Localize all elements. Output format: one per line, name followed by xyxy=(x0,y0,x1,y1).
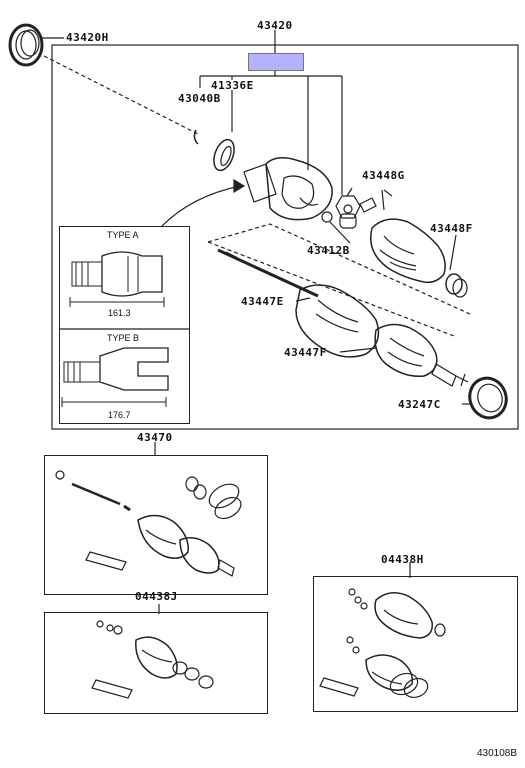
type-b-dimension: 176.7 xyxy=(108,410,131,420)
part-label-41336e[interactable]: 41336E xyxy=(211,79,254,92)
kit-04438j-frame xyxy=(44,612,268,714)
boot-43448f-drawing xyxy=(370,218,468,298)
part-label-43447f[interactable]: 43447F xyxy=(284,346,327,359)
main-assembly-frame xyxy=(51,44,519,430)
seal-43247c-drawing xyxy=(468,376,508,420)
part-label-43040b[interactable]: 43040B xyxy=(178,92,221,105)
part-label-04438j[interactable]: 04438J xyxy=(135,590,178,603)
kit-43470-drawing xyxy=(55,470,242,577)
part-label-43448g[interactable]: 43448G xyxy=(362,169,405,182)
part-label-43447e[interactable]: 43447E xyxy=(241,295,284,308)
part-label-04438h[interactable]: 04438H xyxy=(381,553,424,566)
type-a-dimension: 161.3 xyxy=(108,308,131,318)
kit-04438h-frame xyxy=(313,576,518,712)
kit-43470-frame xyxy=(44,455,268,595)
half-shaft-drawing xyxy=(217,248,469,387)
part-label-43247c[interactable]: 43247C xyxy=(398,398,441,411)
inset-joint-drawings xyxy=(61,251,169,407)
type-a-label: TYPE A xyxy=(107,230,139,240)
part-label-43470[interactable]: 43470 xyxy=(137,431,173,444)
kit-04438j-drawing xyxy=(91,620,214,699)
outer-joint-drawing xyxy=(243,157,333,221)
part-label-43412b[interactable]: 43412B xyxy=(307,244,350,257)
part-label-43420[interactable]: 43420 xyxy=(257,19,293,32)
seal-43420h-drawing xyxy=(8,23,44,67)
diagram-id: 430108B xyxy=(477,748,518,759)
type-b-label: TYPE B xyxy=(107,333,140,343)
joint-type-inset xyxy=(59,226,190,424)
part-label-43420h[interactable]: 43420H xyxy=(66,31,109,44)
kit-04438h-drawing xyxy=(319,588,446,699)
dashed-leader-43420h xyxy=(43,55,201,136)
part-label-43448f[interactable]: 43448F xyxy=(430,222,473,235)
highlight-43420-box xyxy=(248,53,304,71)
tripod-drawing xyxy=(335,195,377,229)
